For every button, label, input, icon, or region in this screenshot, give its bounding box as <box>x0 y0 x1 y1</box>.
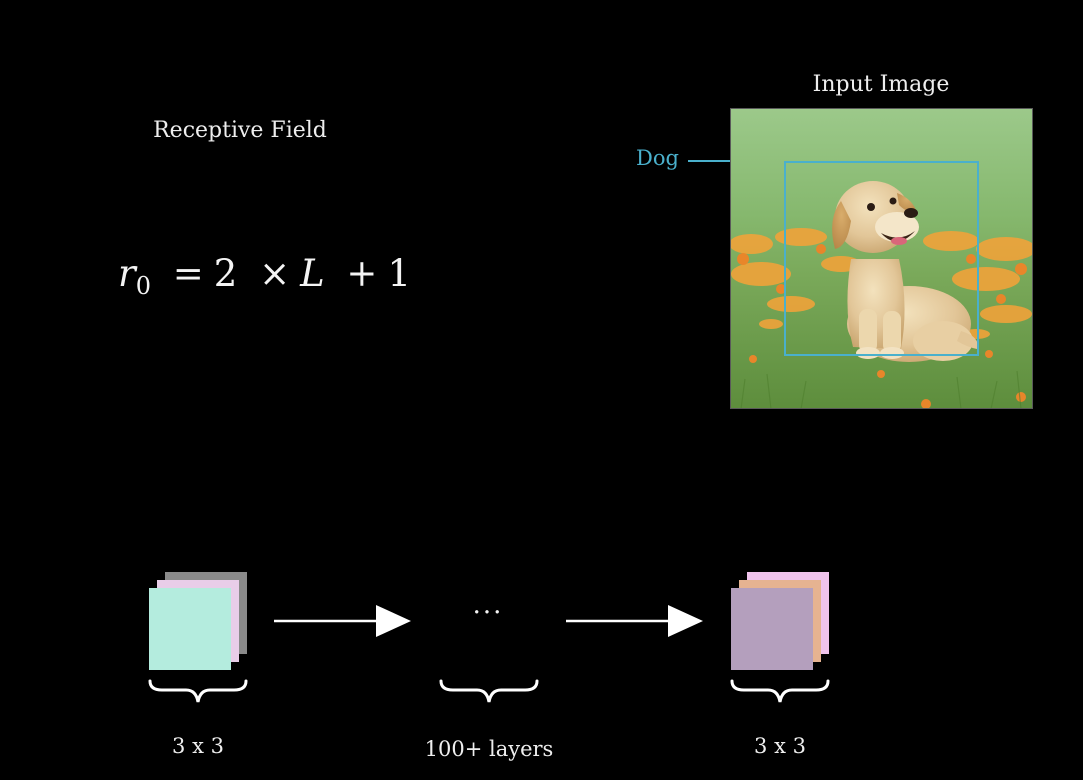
formula-times: × <box>259 252 291 295</box>
dog-bounding-box <box>784 161 979 356</box>
end-layer-stack <box>730 572 830 672</box>
curly-brace-icon <box>439 679 539 703</box>
arrow-right-icon <box>274 605 411 637</box>
formula-coef: 2 <box>213 252 238 295</box>
input-image-title: Input Image <box>812 72 950 97</box>
arrow-right-2 <box>566 603 706 639</box>
arrow-right-1 <box>274 603 414 639</box>
end-layer-front <box>731 588 813 670</box>
formula-lhs-sub: 0 <box>135 272 151 300</box>
dog-label: Dog <box>636 146 679 170</box>
ellipsis: ··· <box>472 598 504 628</box>
brace-middle <box>439 678 539 712</box>
brace-end <box>730 678 830 712</box>
start-layer-stack <box>148 572 248 672</box>
curly-brace-icon <box>730 679 830 703</box>
brace-start <box>148 678 248 712</box>
input-image-photo <box>730 108 1033 409</box>
puppy-illustration <box>731 109 1032 408</box>
formula-lhs-var: r <box>118 252 136 295</box>
formula-var: L <box>300 252 325 295</box>
caption-middle: 100+ layers <box>424 737 554 761</box>
receptive-field-title: Receptive Field <box>153 118 327 143</box>
arrow-right-icon <box>566 605 703 637</box>
caption-end: 3 x 3 <box>754 734 806 758</box>
formula-equals: = <box>172 252 204 295</box>
formula-const: 1 <box>387 252 411 295</box>
curly-brace-icon <box>148 679 248 703</box>
start-layer-front <box>149 588 231 670</box>
receptive-field-formula: r0 =2 ×L +1 <box>118 252 411 300</box>
caption-start: 3 x 3 <box>172 734 224 758</box>
formula-plus: + <box>346 252 378 295</box>
